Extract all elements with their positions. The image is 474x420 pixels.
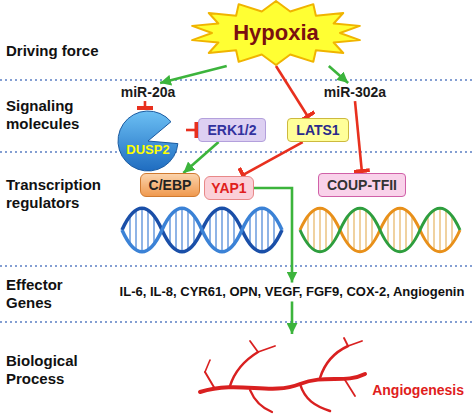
pacman-shape — [110, 110, 186, 172]
inhibition-arrow — [144, 101, 147, 110]
inhibition-arrow — [276, 66, 309, 118]
separators — [0, 80, 474, 322]
node-text: YAP1 — [211, 180, 246, 196]
level-label: Driving force — [6, 42, 108, 60]
vessel-branch — [250, 390, 272, 412]
node-text: Hypoxia — [188, 20, 364, 45]
activation-arrow — [160, 66, 227, 83]
level-label: Biological Process — [6, 352, 108, 388]
angiogenesis-region: Angiogenesis — [190, 334, 470, 416]
vessel-branch — [320, 346, 348, 378]
microrna-label: miR-20a — [118, 83, 178, 101]
vessel-branch — [230, 352, 258, 386]
separator-line — [0, 79, 474, 81]
kinase-box: LATS1 — [287, 118, 348, 142]
node-text: miR-20a — [121, 84, 175, 100]
effector-genes: IL-6, IL-8, CYR61, OPN, VEGF, FGF9, COX-… — [118, 283, 467, 302]
level-label: Effector Genes — [6, 276, 108, 312]
inhibition-arrow — [186, 129, 198, 132]
transcription-factor-box: COUP-TFII — [318, 173, 406, 197]
hypoxia-starburst: Hypoxia — [188, 0, 364, 66]
activation-arrow — [254, 188, 292, 283]
blood-vessels — [200, 338, 365, 412]
vessel-trunk — [200, 374, 365, 392]
dna-strand — [300, 208, 460, 252]
inhibition-arrow — [355, 101, 362, 173]
vessel-branch — [300, 384, 330, 411]
transcription-factor-box: YAP1 — [204, 176, 253, 200]
activation-arrow — [291, 301, 294, 334]
microrna-label: miR-302a — [321, 83, 389, 101]
kinase-box: ERK1/2 — [198, 118, 265, 142]
activation-arrow — [329, 66, 348, 83]
vessel-branch — [258, 346, 275, 352]
dna-helix — [300, 208, 460, 252]
node-text: miR-302a — [324, 84, 386, 100]
node-text: LATS1 — [296, 122, 339, 138]
vessel-branch — [205, 360, 210, 372]
vessel-branch — [344, 338, 348, 346]
node-text: IL-6, IL-8, CYR61, OPN, VEGF, FGF9, COX-… — [120, 285, 465, 300]
vessel-branch — [348, 341, 362, 346]
pacman-outline — [118, 111, 178, 171]
dusp2-pacman: DUSP2 — [110, 110, 186, 172]
dna-strand — [122, 208, 282, 252]
node-text: Angiogenesis — [372, 382, 464, 398]
level-label: Signaling molecules — [6, 97, 108, 133]
dna-strand — [122, 208, 282, 252]
node-text: C/EBP — [149, 177, 192, 193]
node-text: ERK1/2 — [207, 122, 256, 138]
vessel-branch — [250, 341, 258, 352]
node-text: DUSP2 — [122, 143, 174, 158]
vessel-branch — [205, 372, 215, 389]
dna-helix — [122, 208, 282, 252]
separator-line — [0, 321, 474, 323]
separator-line — [0, 265, 474, 267]
transcription-factor-box: C/EBP — [140, 173, 201, 197]
node-text: COUP-TFII — [327, 177, 397, 193]
inhibition-arrow — [241, 142, 302, 176]
activation-arrow — [183, 142, 218, 173]
dna-strand — [300, 208, 460, 252]
level-label: Transcription regulators — [6, 176, 108, 212]
separator-line — [0, 151, 474, 153]
vessel-branch — [345, 380, 355, 396]
